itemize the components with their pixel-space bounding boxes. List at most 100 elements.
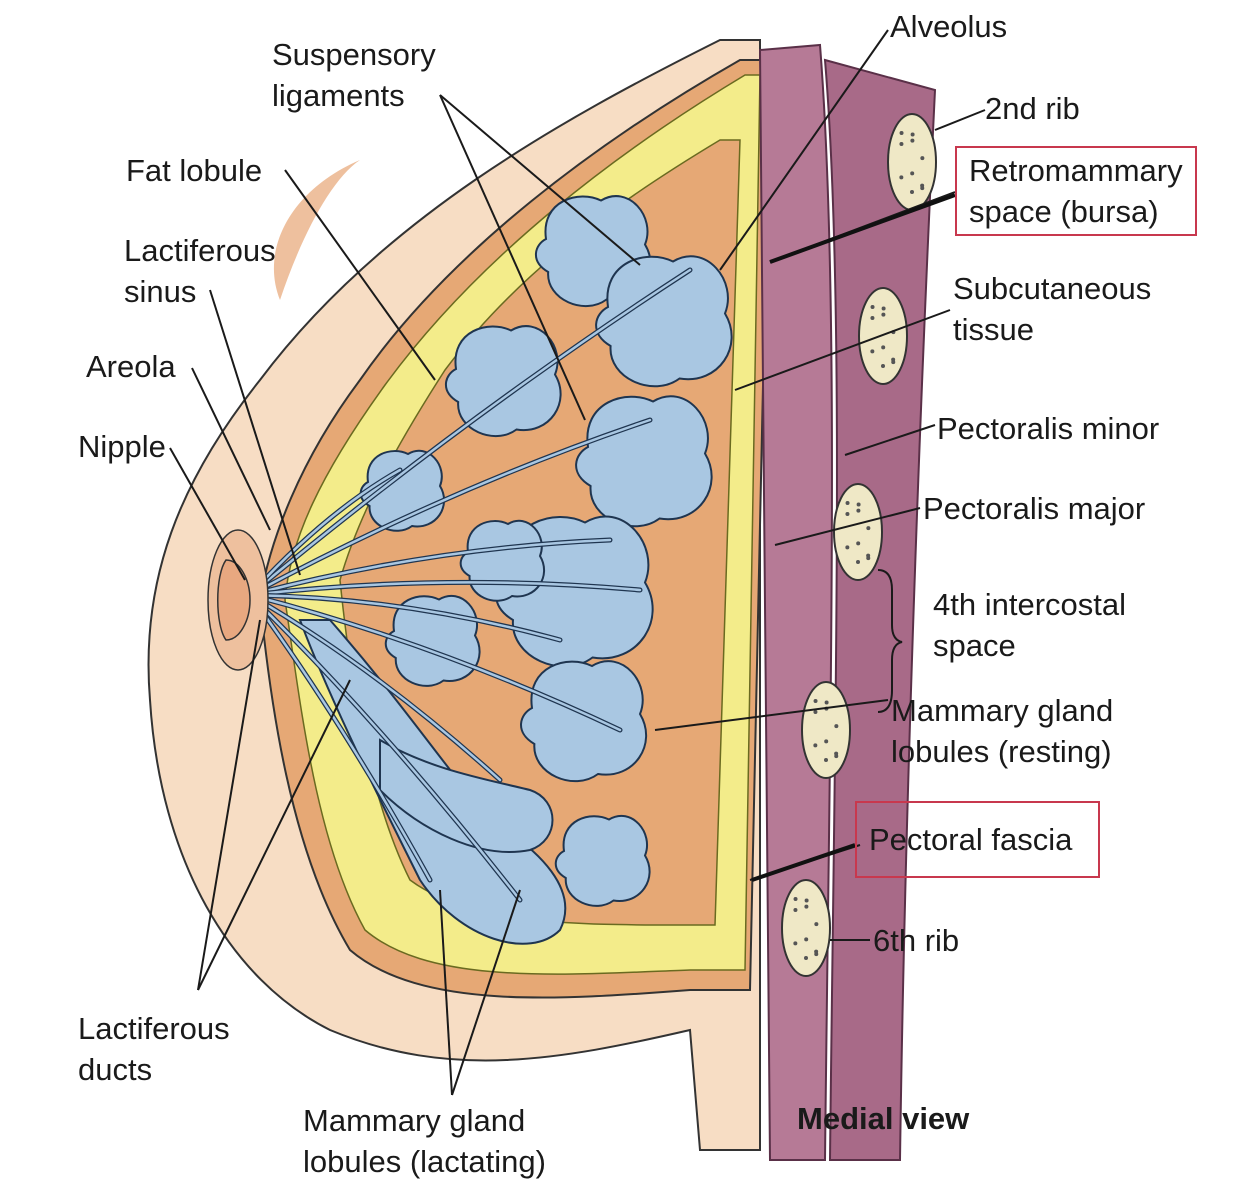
bone-speck <box>881 345 886 350</box>
leader-line <box>451 889 521 1096</box>
lactiferous-duct-lumen <box>248 268 692 597</box>
leader-line <box>284 169 436 381</box>
label-areola: Areola <box>86 349 176 384</box>
lactiferous-duct-lumen <box>248 468 402 597</box>
leader-line <box>774 507 921 546</box>
bone-speck <box>814 922 819 927</box>
label-nipple: Nipple <box>78 429 166 464</box>
leader-line <box>439 94 586 421</box>
lactiferous-duct-lumen <box>248 593 622 732</box>
bone-speck <box>899 130 904 135</box>
bone-speck <box>899 141 904 146</box>
bone-speck <box>793 941 798 946</box>
leader-line <box>439 94 641 266</box>
bone-speck <box>845 511 850 516</box>
bone-speck <box>804 956 808 960</box>
bone-speck <box>920 156 925 161</box>
leader-line <box>934 109 986 131</box>
lobule <box>444 325 562 438</box>
bone-speck <box>813 743 818 748</box>
bone-speck <box>824 700 829 705</box>
bone-speck <box>813 698 818 703</box>
bone-speck <box>910 138 915 143</box>
bone-speck <box>856 541 861 546</box>
bone-speck <box>910 171 915 176</box>
label-alveolus: Alveolus <box>890 9 1008 44</box>
intercostal-brace <box>877 569 903 713</box>
leader-line <box>439 889 453 1096</box>
leader-line <box>209 289 301 576</box>
bone-speck <box>824 739 829 744</box>
bone-speck <box>804 904 809 909</box>
bone-speck <box>881 364 885 368</box>
leader-line <box>197 679 351 991</box>
bone-speck <box>814 949 819 954</box>
lactiferous-duct-lumen <box>248 593 562 642</box>
label-pectoralis-minor: Pectoralis minor <box>937 411 1160 446</box>
bone-speck <box>804 898 809 903</box>
nipple <box>217 559 251 641</box>
leader-line <box>197 619 261 991</box>
leader-line <box>654 699 889 731</box>
lactiferous-duct-lumen <box>248 581 642 597</box>
pectoralis-minor <box>823 58 937 1161</box>
leader-line <box>844 424 936 456</box>
bone-speck <box>881 306 886 311</box>
bone-speck <box>856 508 861 513</box>
bone-speck <box>866 526 871 531</box>
bone-speck <box>793 907 798 912</box>
lobule <box>459 519 546 602</box>
bone-speck <box>881 312 886 317</box>
bone-speck <box>845 545 850 550</box>
label-2nd-rib: 2nd rib <box>985 91 1080 126</box>
bone-speck <box>834 724 839 729</box>
rib-cross-section <box>887 113 937 211</box>
bone-speck <box>920 183 925 188</box>
bone-speck <box>856 560 860 564</box>
bone-speck <box>870 304 875 309</box>
fascia-pointer <box>751 843 856 882</box>
bone-speck <box>899 175 904 180</box>
bone-speck <box>870 349 875 354</box>
rib-cross-section <box>781 879 831 977</box>
rib-cross-section <box>801 681 851 779</box>
bone-speck <box>856 502 861 507</box>
retromammary-pointer <box>769 193 956 264</box>
bone-speck <box>793 896 798 901</box>
bone-speck <box>891 357 896 362</box>
label-6th-rib: 6th rib <box>873 923 960 958</box>
lactiferous-duct-lumen <box>248 538 612 597</box>
leader-line <box>734 309 951 391</box>
bone-speck <box>866 553 871 558</box>
rib-cross-section <box>833 483 883 581</box>
leader-lines <box>169 29 986 1096</box>
lactiferous-duct-lumen <box>248 418 652 597</box>
lactiferous-duct-lumen <box>248 593 522 902</box>
lobule <box>554 814 651 907</box>
bone-speck <box>910 190 914 194</box>
lactiferous-duct-lumen <box>248 593 502 782</box>
skin-shadow <box>273 160 360 300</box>
bone-speck <box>910 132 915 137</box>
bone-speck <box>834 751 839 756</box>
bone-speck <box>824 758 828 762</box>
pectoralis-major <box>758 43 833 1161</box>
label-pectoralis-major: Pectoralis major <box>923 491 1146 526</box>
rib-cross-section <box>858 287 908 385</box>
lobule-lactating-2 <box>379 738 554 853</box>
bone-speck <box>804 937 809 942</box>
lactiferous-duct-lumen <box>248 593 432 882</box>
bone-speck <box>870 315 875 320</box>
bone-speck <box>845 500 850 505</box>
leader-line <box>169 447 246 581</box>
leader-line <box>191 367 271 531</box>
label-medial-view: Medial view <box>797 1101 970 1136</box>
